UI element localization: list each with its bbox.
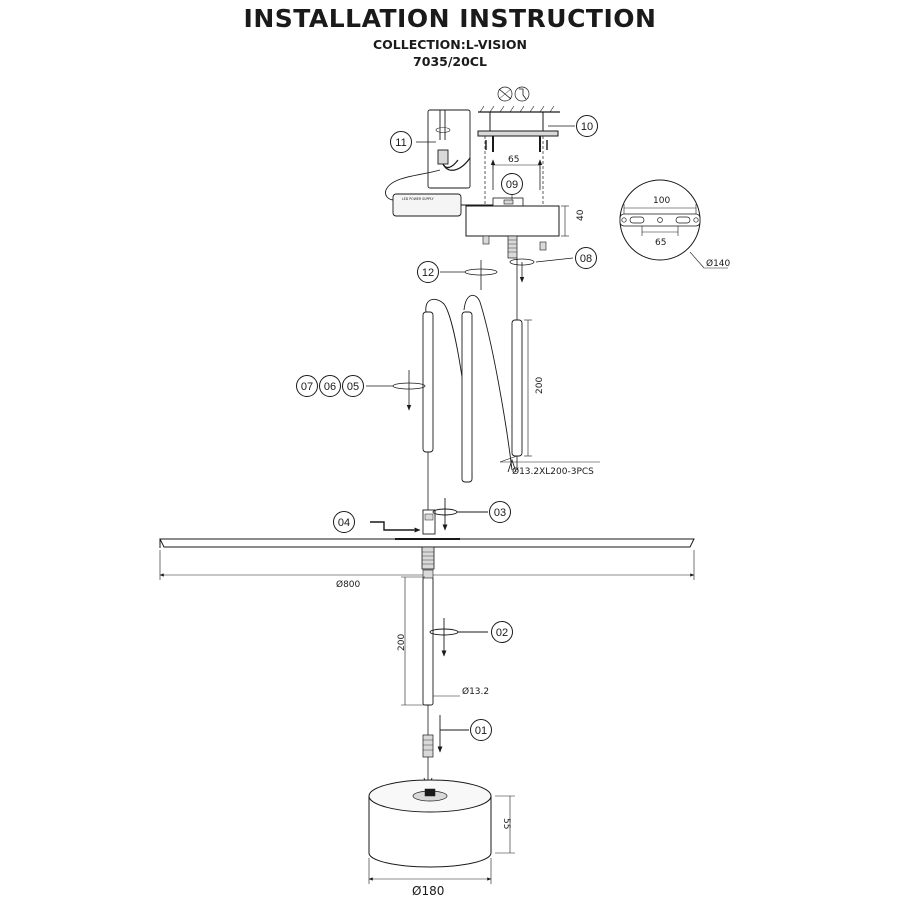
lower-rod bbox=[401, 569, 488, 792]
lower-rod-diameter-dim: Ø13.2 bbox=[462, 686, 489, 697]
callout-03: 03 bbox=[489, 501, 511, 523]
base-diameter-dim: Ø180 bbox=[412, 884, 444, 898]
svg-text:11: 11 bbox=[395, 137, 406, 149]
svg-text:08: 08 bbox=[580, 253, 592, 265]
hub-connector bbox=[370, 498, 488, 535]
collection-label: COLLECTION:L-VISION bbox=[372, 37, 528, 52]
callout-11: 11 bbox=[390, 131, 412, 153]
callout-04: 04 bbox=[333, 511, 355, 533]
ceiling-mount bbox=[477, 86, 575, 205]
svg-text:12: 12 bbox=[422, 267, 434, 279]
twist-arrow-rod bbox=[366, 370, 426, 411]
bracket-spacing-dim: 65 bbox=[508, 155, 519, 165]
svg-text:03: 03 bbox=[494, 507, 506, 519]
twist-arrows-top bbox=[440, 257, 574, 290]
canopy bbox=[465, 192, 569, 259]
upper-rods bbox=[422, 258, 600, 510]
callout-09: 09 bbox=[501, 173, 523, 195]
svg-text:10: 10 bbox=[581, 121, 593, 133]
callout-07: 07 bbox=[296, 375, 318, 397]
svg-text:06: 06 bbox=[324, 381, 336, 393]
plate-outer-dim: 100 bbox=[653, 196, 670, 206]
lower-rod-length-dim: 200 bbox=[397, 634, 407, 651]
svg-text:02: 02 bbox=[496, 627, 508, 639]
callout-12: 12 bbox=[417, 261, 439, 283]
svg-text:04: 04 bbox=[338, 517, 350, 529]
junction-box bbox=[416, 109, 471, 189]
callout-01: 01 bbox=[470, 719, 492, 741]
plate-inner-dim: 65 bbox=[655, 238, 666, 248]
page-title: INSTALLATION INSTRUCTION bbox=[243, 4, 657, 33]
plate-diameter-dim: Ø140 bbox=[706, 258, 731, 269]
base-height-dim: 55 bbox=[501, 818, 511, 829]
svg-text:01: 01 bbox=[475, 725, 487, 737]
mounting-plate-detail bbox=[619, 179, 728, 269]
upper-rod-length-dim: 200 bbox=[535, 377, 545, 394]
screwdriver-icon bbox=[497, 86, 513, 102]
led-driver bbox=[385, 169, 500, 217]
svg-text:07: 07 bbox=[301, 381, 313, 393]
canopy-height-dim: 40 bbox=[576, 209, 586, 221]
callout-02: 02 bbox=[491, 621, 513, 643]
driver-label: LED POWER SUPPLY bbox=[402, 197, 434, 201]
model-number: 7035/20CL bbox=[413, 54, 487, 69]
callout-06: 06 bbox=[319, 375, 341, 397]
upper-rod-spec-dim: Ø13.2XL200-3PCS bbox=[512, 466, 594, 477]
base bbox=[368, 779, 515, 884]
svg-text:05: 05 bbox=[347, 381, 359, 393]
svg-text:09: 09 bbox=[506, 179, 518, 191]
drill-icon bbox=[514, 86, 530, 102]
callout-05: 05 bbox=[342, 375, 364, 397]
disc-diameter-dim: Ø800 bbox=[336, 579, 361, 590]
callout-10: 10 bbox=[576, 115, 598, 137]
callout-08: 08 bbox=[575, 247, 597, 269]
